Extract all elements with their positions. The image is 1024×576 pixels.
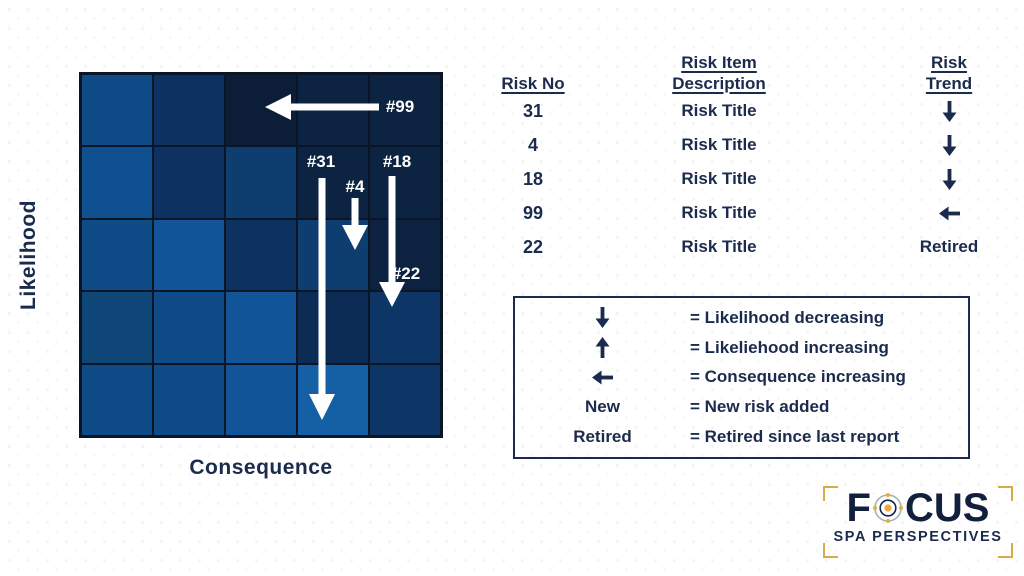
legend-item: = Likeliehood increasing xyxy=(515,334,968,362)
risk-title-cell: Risk Title xyxy=(681,169,757,188)
description-header-line2: Description xyxy=(672,74,766,93)
legend-symbol-new: New xyxy=(585,397,620,417)
risk-4-down-arrow xyxy=(342,198,368,250)
column-spacer xyxy=(850,46,898,94)
risk-trend-cell xyxy=(898,168,1000,190)
legend-symbol-up-arrow xyxy=(515,337,690,359)
logo-letters-cus: CUS xyxy=(904,486,990,530)
matrix-cell xyxy=(81,146,153,219)
legend-text: = Likelihood decreasing xyxy=(690,307,885,327)
lens-target-icon xyxy=(872,493,903,523)
table-row: 22 Risk Title Retired xyxy=(478,230,1000,264)
risk-no-cell: 22 xyxy=(522,236,544,257)
matrix-cell xyxy=(81,218,153,292)
risk-4-label: #4 xyxy=(345,177,365,196)
risk-table-body: 31 Risk Title 4 Risk Title 18 Risk Title… xyxy=(478,94,1000,264)
matrix-cell xyxy=(369,146,441,219)
trend-legend-box: = Likelihood decreasing = Likeliehood in… xyxy=(513,296,970,459)
risk-trend-column-header: Risk Trend xyxy=(898,46,1000,94)
table-row: 4 Risk Title xyxy=(478,128,1000,162)
legend-symbol-left-arrow xyxy=(515,367,690,388)
matrix-cell xyxy=(81,74,153,147)
risk-movement-arrows xyxy=(265,94,405,420)
matrix-cell xyxy=(153,363,225,436)
risk-title-cell: Risk Title xyxy=(681,135,757,154)
risk-trend-cell xyxy=(898,203,1000,224)
trend-header-line1: Risk xyxy=(931,53,967,72)
table-row: 31 Risk Title xyxy=(478,94,1000,128)
legend-symbol-retired: Retired xyxy=(573,427,632,447)
matrix-cell xyxy=(369,74,441,147)
risk-no-cell: 18 xyxy=(522,168,544,189)
legend-text: = New risk added xyxy=(690,397,830,417)
matrix-cell xyxy=(225,218,297,292)
risk-matrix-grid xyxy=(79,72,443,438)
matrix-cell xyxy=(297,291,369,364)
matrix-cell xyxy=(225,291,297,364)
logo-letter-f: F xyxy=(846,486,871,530)
legend-text: = Likeliehood increasing xyxy=(690,337,889,357)
table-row: 18 Risk Title xyxy=(478,162,1000,196)
risk-no-cell: 4 xyxy=(527,134,538,155)
likelihood-axis-label: Likelihood xyxy=(17,200,40,310)
description-header-line1: Risk Item xyxy=(681,53,757,72)
risk-31-down-arrow xyxy=(309,178,335,420)
matrix-cell xyxy=(153,146,225,219)
consequence-axis-label: Consequence xyxy=(189,456,333,479)
risk-table-header: Risk No Risk Item Description Risk Trend xyxy=(478,46,1000,94)
matrix-cell xyxy=(225,146,297,219)
risk-99-label: #99 xyxy=(385,97,415,116)
logo-corner-bracket xyxy=(998,543,1013,558)
legend-text: = Retired since last report xyxy=(690,427,900,447)
risk-title-cell: Risk Title xyxy=(681,203,757,222)
legend-symbol-down-arrow xyxy=(515,307,690,329)
legend-item: = Consequence increasing xyxy=(515,363,968,391)
matrix-cell xyxy=(81,363,153,436)
logo-corner-bracket xyxy=(823,486,838,501)
matrix-cell xyxy=(369,291,441,364)
logo-tagline: SPA PERSPECTIVES xyxy=(833,529,1003,545)
risk-trend-cell xyxy=(898,100,1000,122)
matrix-cell xyxy=(297,363,369,436)
trend-header-line2: Trend xyxy=(925,74,973,93)
focus-spa-perspectives-logo: F CUS SPA PERSPECTIVES xyxy=(823,486,1013,558)
risk-18-label: #18 xyxy=(382,152,412,171)
risk-31-label: #31 xyxy=(306,152,336,171)
matrix-cell xyxy=(153,291,225,364)
risk-title-cell: Risk Title xyxy=(681,237,757,256)
matrix-cell xyxy=(369,218,441,292)
risk-trend-cell: Retired xyxy=(919,237,979,256)
risk-no-cell: 31 xyxy=(522,100,544,121)
risk-no-header-text: Risk No xyxy=(501,74,565,93)
risk-99-left-arrow xyxy=(265,94,379,120)
legend-text: = Consequence increasing xyxy=(690,367,906,387)
matrix-cell xyxy=(81,291,153,364)
matrix-cell xyxy=(369,363,441,436)
risk-no-cell: 99 xyxy=(522,202,544,223)
logo-wordmark: F CUS xyxy=(847,488,990,528)
matrix-cell xyxy=(153,74,225,147)
logo-corner-bracket xyxy=(998,486,1013,501)
risk-title-cell: Risk Title xyxy=(681,101,757,120)
risk-trend-cell xyxy=(898,134,1000,156)
matrix-cell xyxy=(225,363,297,436)
table-row: 99 Risk Title xyxy=(478,196,1000,230)
risk-18-down-arrow xyxy=(379,176,405,307)
matrix-cell xyxy=(153,218,225,292)
logo-corner-bracket xyxy=(823,543,838,558)
logo-content: F CUS SPA PERSPECTIVES xyxy=(823,488,1013,545)
risk-22-label: #22 xyxy=(391,264,421,283)
risk-description-column-header: Risk Item Description xyxy=(588,46,850,94)
risk-no-column-header: Risk No xyxy=(478,46,588,94)
legend-item: = Likelihood decreasing xyxy=(515,304,968,332)
legend-item: New = New risk added xyxy=(515,393,968,421)
legend-item: Retired = Retired since last report xyxy=(515,423,968,451)
